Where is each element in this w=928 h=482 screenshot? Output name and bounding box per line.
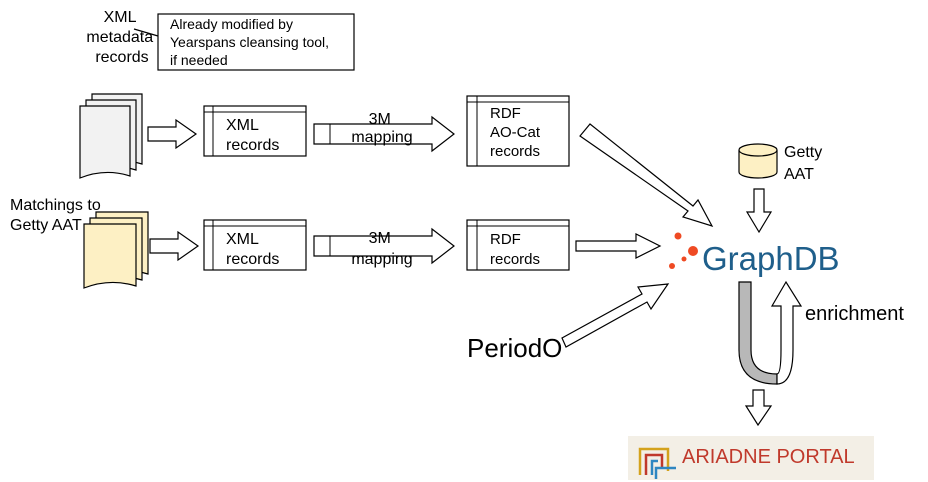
arrow-rdf-aocat-to-graphdb <box>579 123 714 228</box>
rdf-aocat-records-box <box>466 95 570 167</box>
arrow-graphdb-to-portal <box>744 389 773 427</box>
note-text: Already modified by Yearspans cleansing … <box>170 16 333 68</box>
ariadne-portal-label: ARIADNE PORTAL <box>682 446 855 468</box>
note-box <box>157 13 355 71</box>
arrow-rdf-to-graphdb <box>575 233 662 259</box>
rdf-aocat-label: RDF AO-Cat records <box>490 105 544 160</box>
mapping-1-label: 3M mapping <box>351 111 412 146</box>
enrichment-loop-arrow <box>738 280 803 385</box>
mapping-2-label: 3M mapping <box>351 230 412 268</box>
xml-records-box-2 <box>203 219 307 271</box>
enrichment-label: enrichment <box>805 303 904 325</box>
xml-records-1-label: XML records <box>226 117 279 154</box>
getty-aat-label: Getty AAT <box>784 144 827 183</box>
mapping-arrow-2 <box>313 227 455 265</box>
arrow-docs-to-xml-2 <box>149 230 200 262</box>
arrow-docs-to-xml-1 <box>147 118 198 150</box>
arrow-getty-to-graphdb <box>745 188 773 234</box>
xml-records-box-1 <box>203 105 307 157</box>
note-connector <box>133 28 159 37</box>
graphdb-label: GraphDB <box>702 240 840 277</box>
ariadne-logo-icon <box>638 447 676 479</box>
mapping-arrow-1 <box>313 115 455 153</box>
arrow-periodo-to-graphdb <box>561 283 670 348</box>
getty-aat-database-icon <box>738 143 778 179</box>
xml-metadata-label: XML metadata records <box>86 9 157 66</box>
rdf-records-label: RDF records <box>490 231 540 268</box>
rdf-records-box <box>466 219 570 271</box>
xml-document-stack <box>79 93 143 179</box>
matchings-label: Matchings to Getty AAT <box>10 197 105 234</box>
xml-records-2-label: XML records <box>226 231 279 268</box>
periodo-label: PeriodO <box>467 333 562 363</box>
graphdb-logo-icon <box>669 232 698 269</box>
matchings-document-stack <box>83 211 149 289</box>
